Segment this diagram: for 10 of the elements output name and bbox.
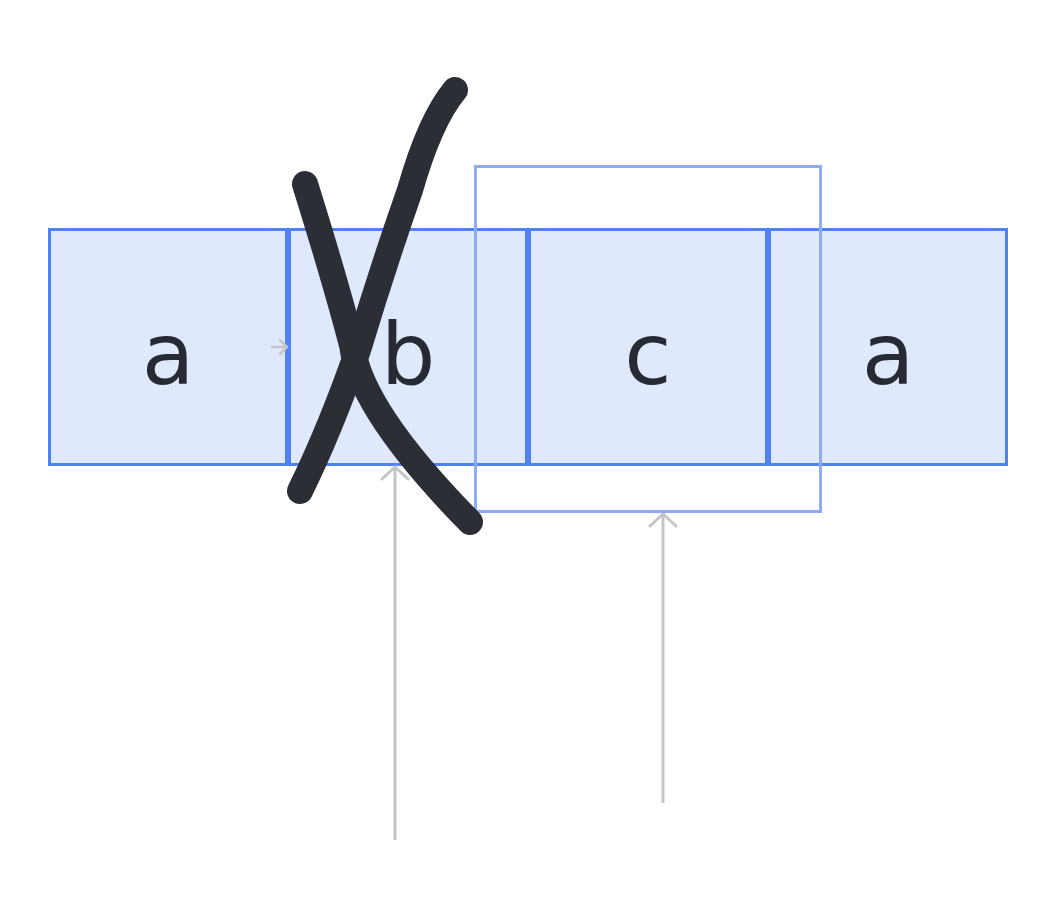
- arrow: [271, 338, 289, 356]
- window-frame: [474, 165, 822, 513]
- array-cell: [768, 228, 1008, 466]
- pointer-arrow: [380, 465, 410, 840]
- pointer-arrow: [648, 512, 678, 803]
- cell-letter: c: [624, 303, 672, 397]
- array-cell: [48, 228, 288, 466]
- cell-letter: a: [141, 303, 195, 397]
- cell-letter: b: [380, 303, 436, 397]
- cell-letter: a: [861, 303, 915, 397]
